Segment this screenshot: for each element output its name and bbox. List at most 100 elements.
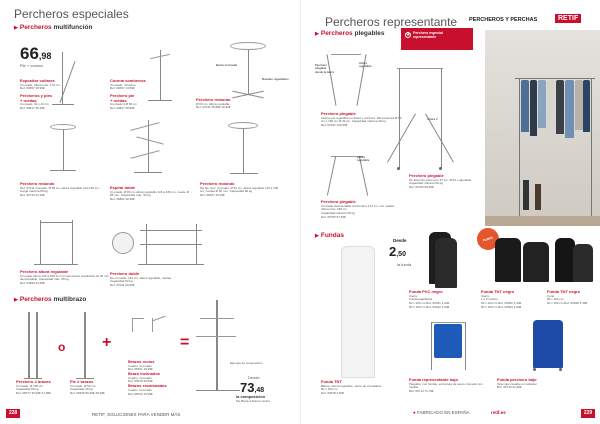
product-card: Perchero redondo Ø 80 cm. Altura regulab… [196, 97, 231, 110]
rack-ring [50, 124, 76, 130]
rack-bar [140, 230, 202, 231]
stand-pole [148, 120, 149, 172]
stand-base [50, 170, 76, 171]
stand-pole [243, 129, 244, 173]
section-multibrazo: ▶Percheros multibrazo [14, 296, 87, 303]
stand-pole [248, 50, 249, 94]
product-card: Funda TNT negro Corte 60 x 100 cm 60 x 1… [547, 289, 588, 306]
rack-arm [196, 336, 236, 337]
triangle-icon: ▶ [14, 297, 18, 303]
wheel-icon [397, 167, 400, 170]
composition-desde: Desde [248, 375, 260, 380]
product-card: Perchero pie + ruedas Cromado 4 Ø 50 cm … [110, 93, 138, 110]
white-cover [341, 246, 375, 378]
black-cover [573, 244, 593, 282]
stand-base [34, 264, 78, 265]
black-cover [435, 238, 457, 288]
arm-part [152, 318, 153, 332]
stand-base [76, 378, 94, 379]
triangle-icon: ▶ [14, 25, 18, 31]
hero-price-note: Pie + corona [20, 63, 43, 68]
spiral-arm [136, 136, 164, 145]
plus-symbol: + [102, 334, 112, 351]
stand-base [230, 173, 258, 174]
section-fundas: ▶Fundas [315, 232, 344, 239]
stand-pole [36, 312, 38, 378]
product-card: Funda PVC negro Cierre Funda traje/blusa… [409, 289, 450, 309]
composition-note: la composición [236, 394, 266, 399]
black-cover [495, 238, 521, 282]
product-card: Perchero redondo Ref. 67011 cromado. Ø 8… [20, 181, 100, 198]
made-in-spain: ● FABRICADO EN ESPAÑA [413, 410, 470, 415]
spiral-arm [130, 150, 160, 159]
product-card: Perchero doble De cromado, 132 cm, altur… [110, 271, 172, 288]
product-card: Espiral doble Cromado. Ø 80 cm altura re… [110, 185, 189, 202]
rack-leg [326, 54, 337, 106]
composition-label: Ejemplo de composición [230, 361, 263, 365]
or-symbol: o [58, 340, 66, 354]
accent-label: Perchero plegable desde la barra [315, 63, 334, 74]
stand-base [148, 100, 172, 101]
product-card: Pie 2 brazos Cromado. Ø 52 cm. Capacidad… [70, 379, 105, 396]
product-card: Funda TNT Blanco. Altura regulable, cier… [321, 379, 382, 396]
section-multifuncion: ▶Percheros multifunción [14, 24, 93, 31]
black-cover [523, 242, 549, 282]
rack-leg [399, 68, 400, 168]
stand-base [138, 264, 204, 265]
product-card: Perchero redondo Pie fijo cruz. cromado.… [200, 181, 279, 198]
black-cover [555, 238, 575, 282]
right-page: Percheros representante PERCHEROS Y PERC… [300, 0, 600, 424]
rack-bar [431, 322, 465, 323]
flag-icon: ● [413, 410, 416, 415]
product-card: Funda perchero bajo Tela impermeable en … [497, 377, 538, 390]
accent-label: Altura regulable [357, 155, 370, 163]
stand-pole [160, 50, 161, 100]
blue-cover [434, 324, 462, 358]
product-card: Perchero plegable Cromado desmontable an… [321, 199, 395, 219]
accent-label: Altura 3 [427, 117, 438, 121]
arm-part [132, 318, 133, 332]
funda-desde: Desde [393, 238, 407, 243]
rack-leg [465, 322, 466, 370]
stand-pole [40, 220, 41, 264]
rack-bar [40, 222, 73, 223]
product-card: Expositor collares Cromado. Altura máx. … [20, 78, 60, 91]
rack-leg [326, 156, 337, 196]
arm-list: Brazos rectos Cuadro. Cromado Ref. 66631… [128, 359, 167, 396]
stand-pole [63, 130, 64, 170]
composition-price: 73,48 [240, 380, 265, 395]
special-banner: Perchero especial representante [401, 28, 473, 50]
page-footer: RETIF, SOLUCIONES PARA VENDER MÁS [92, 412, 181, 417]
stand-pole [84, 312, 86, 378]
funda-note: la funda [397, 262, 412, 267]
stand-base [196, 390, 240, 391]
rack-ring [228, 122, 258, 129]
equals-symbol: = [180, 334, 190, 351]
arm-part [132, 318, 144, 319]
funda-price: 2,50 [389, 244, 406, 259]
product-card: Corona sombreros Cromado. 4 brazos Ref. … [110, 78, 146, 91]
spiral-arm [130, 122, 160, 131]
right-page-title: Percheros representante [325, 15, 458, 29]
product-card: Funda representante bajo Plegable, con f… [409, 377, 483, 394]
page-number: 229 [581, 409, 595, 418]
hero-price: 66,98 [20, 44, 52, 63]
accent-label: Altura regulable [359, 61, 372, 69]
product-photo [485, 30, 600, 226]
left-page: Percheros especiales ▶Percheros multifun… [6, 7, 289, 418]
wheel-icon [439, 167, 442, 170]
rack-bar [397, 68, 443, 69]
category-label: PERCHEROS Y PERCHAS [469, 17, 538, 23]
rack-leg [441, 68, 442, 168]
section-plegables: ▶Percheros plegables [315, 30, 385, 37]
wheel-icon [559, 368, 562, 371]
left-page-title: Percheros especiales [14, 7, 129, 21]
brand-logo: RETIF [555, 14, 582, 23]
stand-pole [216, 300, 218, 390]
star-icon: ★ [405, 32, 411, 38]
stand-pole [72, 220, 73, 264]
product-card: Perchero altura regulable Cromado altura… [20, 269, 110, 286]
rack-ring [230, 42, 266, 50]
page-number: 228 [6, 409, 20, 418]
website-link[interactable]: retif.es [491, 410, 506, 415]
